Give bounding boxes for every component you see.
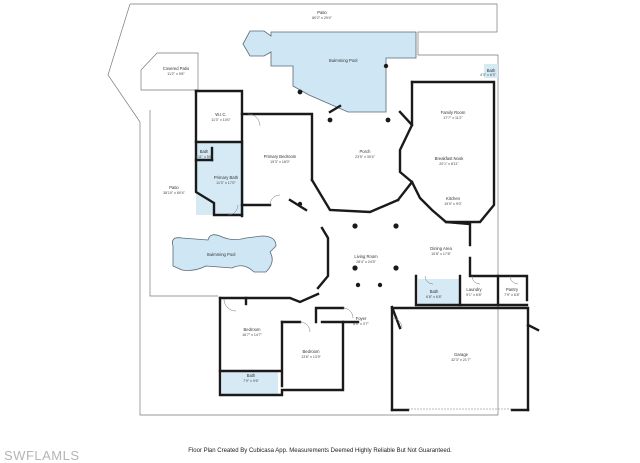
dim-primary-bedroom: 19'3" x 18'0" <box>270 160 290 164</box>
dim-wic: 11'3" x 10'0" <box>211 118 231 122</box>
label-patio-left: Patio <box>169 185 179 190</box>
label-dining-area: Dining Area <box>430 246 452 251</box>
dim-bath-mid: 6'8" x 6'8" <box>426 295 442 299</box>
dim-bedroom-left: 16'7" x 14'7" <box>242 333 262 337</box>
dim-patio-top: 80'2" x 29'4" <box>312 16 332 20</box>
bath-bottom-fill <box>222 371 278 394</box>
dim-patio-left: 38'10" x 60'4" <box>163 191 185 195</box>
label-primary-bedroom: Primary Bedroom <box>264 154 297 159</box>
label-patio-top: Patio <box>317 10 327 15</box>
label-laundry: Laundry <box>466 287 482 292</box>
label-bath-top-right: Bath <box>487 68 496 73</box>
dim-bath-bottom: 7'9" x 9'6" <box>243 379 259 383</box>
label-bedroom-mid: Bedroom <box>303 349 321 354</box>
dim-bedroom-mid: 13'6" x 13'9" <box>301 355 321 359</box>
walls <box>194 80 540 412</box>
label-porch: Porch <box>360 149 372 154</box>
bath-top-right-fill <box>484 64 498 78</box>
label-primary-bath: Primary Bath <box>214 175 239 180</box>
floor-plan-disclaimer: Floor Plan Created By Cubicasa App. Meas… <box>188 448 452 454</box>
room-labels: Patio 80'2" x 29'4" Swimming Pool Covere… <box>163 10 521 383</box>
dim-garage: 32'3" x 21'7" <box>451 358 471 362</box>
label-garage: Garage <box>454 352 469 357</box>
label-bath-bottom: Bath <box>247 373 256 378</box>
label-foyer: Foyer <box>356 316 367 321</box>
patio-outline <box>107 3 499 416</box>
dim-breakfast-nook: 20'1" x 8'11" <box>439 162 459 166</box>
label-living-room: Living Room <box>354 254 378 259</box>
swimming-pool-top <box>242 30 417 113</box>
dim-laundry: 9'1" x 6'8" <box>466 293 482 297</box>
label-wic: W.I.C. <box>215 112 226 117</box>
dim-bath-primary-small: 3'11" x 5'6" <box>195 155 213 159</box>
label-kitchen: Kitchen <box>446 196 461 201</box>
dim-covered-patio: 11'2" x 9'8" <box>167 72 185 76</box>
columns <box>297 63 399 288</box>
patio-inner-outline <box>149 110 218 297</box>
dim-porch: 23'5" x 30'4" <box>355 155 375 159</box>
dim-primary-bath: 11'3" x 17'0" <box>216 181 236 185</box>
label-covered-patio: Covered Patio <box>163 66 190 71</box>
dim-foyer: 6'0" x 3'7" <box>353 322 369 326</box>
door-swings <box>223 113 519 333</box>
dim-living-room: 28'4" x 24'5" <box>356 260 376 264</box>
bath-mid-fill <box>418 279 460 305</box>
label-bath-mid: Bath <box>430 289 439 294</box>
dim-bath-top-right: 4'3" x 6'3" <box>480 73 496 77</box>
label-bedroom-left: Bedroom <box>244 327 262 332</box>
dim-pantry: 7'9" x 6'8" <box>504 293 520 297</box>
label-swimming-pool-left: Swimming Pool <box>207 252 236 257</box>
swimming-pool-left <box>172 234 277 273</box>
label-swimming-pool-top: Swimming Pool <box>329 58 358 63</box>
label-pantry: Pantry <box>506 287 519 292</box>
dim-kitchen: 19'0" x 9'0" <box>444 202 462 206</box>
covered-patio-area <box>140 52 199 91</box>
mls-watermark-logo: SWFLAMLS <box>4 448 80 463</box>
label-bath-primary-small: Bath <box>200 149 209 154</box>
primary-bath-fill <box>196 143 244 215</box>
label-family-room: Family Room <box>441 110 466 115</box>
dim-dining-area: 10'8" x 17'8" <box>431 252 451 256</box>
dim-family-room: 17'7" x 11'2" <box>443 116 463 120</box>
label-breakfast-nook: Breakfast Nook <box>435 156 465 161</box>
